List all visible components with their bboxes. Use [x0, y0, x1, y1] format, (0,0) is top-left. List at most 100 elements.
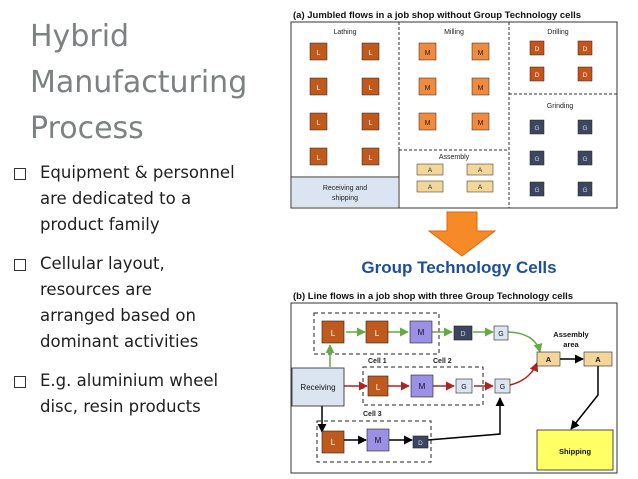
flow-arrow — [507, 331, 543, 353]
lathe-machine: L — [321, 320, 345, 344]
cell-3-boundary — [316, 420, 432, 463]
lathe-machine: L — [309, 77, 328, 96]
svg-text:D: D — [583, 72, 588, 79]
assembly-station: A — [466, 163, 494, 176]
receiving-label: Receiving and — [323, 185, 367, 192]
svg-text:G: G — [461, 384, 466, 391]
assembly-station: A — [466, 180, 494, 193]
receiving-shipping-area — [292, 178, 398, 207]
slide-title: Hybrid Manufacturing Process — [30, 14, 270, 152]
bullet-line: dominant activities — [40, 332, 199, 351]
svg-text:L: L — [317, 50, 321, 57]
mill-machine: M — [418, 77, 437, 96]
svg-text:G: G — [534, 156, 539, 163]
svg-text:G: G — [534, 187, 539, 194]
top-caption: (a) Jumbled flows in a job shop without … — [293, 10, 581, 21]
grinder-machine: G — [494, 378, 511, 394]
group-technology-heading: Group Technology Cells — [361, 258, 556, 277]
bullet-list: Equipment & personnel are dedicated to a… — [14, 160, 284, 433]
bullet-line: disc, resin products — [40, 397, 201, 416]
svg-text:M: M — [478, 50, 484, 57]
grinder-machine: G — [529, 119, 545, 135]
bullet-line: resources are — [40, 280, 152, 299]
bullet-item: Equipment & personnel are dedicated to a… — [14, 160, 284, 238]
receiving-area — [291, 367, 345, 407]
svg-text:G: G — [582, 187, 587, 194]
bullet-line: are dedicated to a — [40, 189, 192, 208]
grinder-machine: G — [577, 150, 593, 166]
cell-2-label: Cell 2 — [433, 358, 452, 365]
drill-machine: D — [529, 40, 545, 56]
svg-text:L: L — [376, 383, 381, 392]
cell-1-label: Cell 1 — [368, 358, 387, 365]
cell-3-label: Cell 3 — [363, 411, 382, 418]
drill-machine: D — [529, 66, 545, 82]
lathe-machine: L — [365, 320, 389, 344]
mill-machine: M — [409, 320, 433, 344]
jumbled-flow-diagram: (a) Jumbled flows in a job shop without … — [290, 10, 618, 209]
svg-text:A: A — [595, 355, 601, 364]
svg-text:D: D — [418, 440, 423, 447]
region-label-grinding: Grinding — [547, 103, 574, 110]
title-line-3: Process — [30, 111, 144, 146]
svg-text:L: L — [369, 120, 373, 127]
lathe-machine: L — [367, 375, 389, 397]
svg-text:D: D — [460, 331, 465, 338]
bullet-line: Equipment & personnel — [40, 163, 235, 182]
shipping-area — [536, 429, 614, 471]
bullet-line: E.g. aluminium wheel — [40, 371, 219, 390]
drill-machine: D — [453, 325, 473, 341]
drill-machine: D — [577, 40, 593, 56]
lathe-machine: L — [361, 112, 380, 131]
assembly-area-label-2: area — [563, 340, 579, 349]
receiving-label: Receiving — [300, 383, 335, 392]
svg-text:L: L — [317, 85, 321, 92]
lathe-machine: L — [309, 112, 328, 131]
mill-machine: M — [418, 42, 437, 61]
bullet-line: arranged based on — [40, 306, 196, 325]
assembly-station: A — [416, 180, 444, 193]
svg-text:L: L — [369, 85, 373, 92]
svg-text:L: L — [331, 329, 336, 338]
svg-text:M: M — [478, 85, 484, 92]
svg-text:A: A — [478, 167, 483, 174]
bullet-line: Cellular layout, — [40, 254, 165, 273]
svg-text:A: A — [428, 167, 433, 174]
drill-machine: D — [412, 435, 429, 449]
bullet-item: E.g. aluminium wheel disc, resin product… — [14, 368, 284, 420]
lathe-machine: L — [309, 147, 328, 166]
svg-text:M: M — [425, 120, 431, 127]
svg-text:L: L — [317, 120, 321, 127]
svg-text:M: M — [418, 328, 425, 337]
region-label-milling: Milling — [444, 29, 464, 36]
lathe-machine: L — [361, 147, 380, 166]
flow-arrow — [427, 397, 505, 441]
lathe-machine: L — [321, 430, 345, 454]
svg-text:D: D — [583, 46, 588, 53]
drill-machine: D — [577, 66, 593, 82]
bullet-item: Cellular layout, resources are arranged … — [14, 251, 284, 355]
line-flow-diagram: (b) Line flows in a job shop with three … — [290, 291, 618, 474]
svg-text:A: A — [546, 355, 552, 364]
lathe-machine: L — [361, 42, 380, 61]
svg-text:G: G — [582, 125, 587, 132]
assembly-station: A — [416, 163, 444, 176]
svg-text:M: M — [419, 382, 426, 391]
shipping-label: shipping — [332, 195, 358, 202]
svg-text:M: M — [375, 436, 382, 445]
assembly-station: A — [583, 351, 613, 367]
svg-text:G: G — [498, 331, 503, 338]
mill-machine: M — [366, 428, 390, 452]
mill-machine: M — [471, 42, 490, 61]
svg-text:L: L — [317, 155, 321, 162]
svg-text:L: L — [369, 50, 373, 57]
flow-arrow — [570, 366, 599, 430]
grinder-machine: G — [529, 150, 545, 166]
svg-text:L: L — [331, 438, 336, 447]
svg-text:D: D — [535, 46, 540, 53]
svg-text:M: M — [425, 50, 431, 57]
down-arrow-icon — [427, 211, 497, 257]
region-label-lathing: Lathing — [334, 29, 357, 36]
flow-arrow — [509, 362, 539, 386]
svg-text:L: L — [375, 329, 380, 338]
